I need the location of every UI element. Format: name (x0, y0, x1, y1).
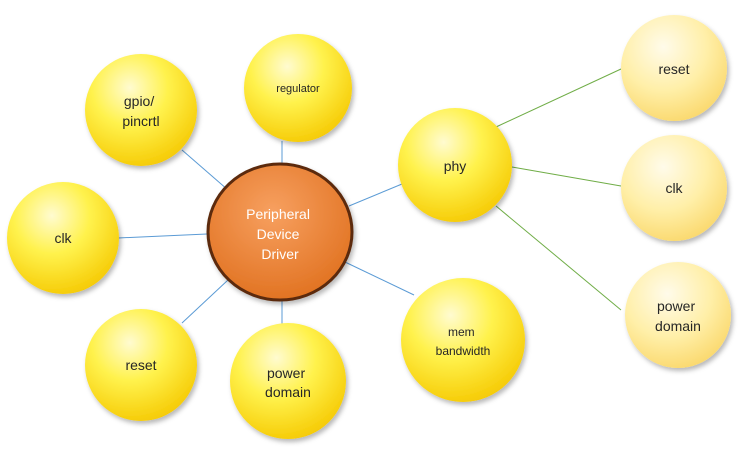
node-power-domain-label-line2: domain (265, 384, 311, 400)
node-power-domain: power domain (230, 323, 346, 439)
svg-text:clk: clk (54, 230, 72, 246)
edge-center-clk (117, 233, 208, 239)
svg-text:mem bandwidth: mem bandwidth (436, 325, 491, 358)
node-clk-label: clk (54, 230, 72, 246)
svg-text:reset: reset (125, 357, 156, 373)
connectors (117, 68, 622, 328)
node-phy-reset-label: reset (658, 61, 689, 77)
node-phy-power-domain-label-line2: domain (655, 318, 701, 334)
edge-center-reset (181, 279, 229, 324)
node-phy-power-domain-label-line1: power (657, 298, 695, 314)
edge-center-phy (348, 183, 403, 207)
svg-text:power domain: power domain (265, 365, 311, 400)
svg-text:reset: reset (658, 61, 689, 77)
edge-center-mem-bandwidth (344, 261, 415, 296)
node-reset-label: reset (125, 357, 156, 373)
svg-text:phy: phy (444, 158, 467, 174)
svg-text:Peripheral Device: Peripheral Device Driver (246, 206, 314, 262)
node-mem-bandwidth-label-line2: bandwidth (436, 344, 491, 358)
svg-text:regulator: regulator (276, 83, 320, 95)
node-phy-clk: clk (621, 135, 727, 241)
svg-text:gpio/ pincrtl: gpio/ pincrtl (122, 93, 159, 129)
node-reset: reset (85, 309, 197, 421)
node-clk: clk (7, 182, 119, 294)
edge-phy-reset (495, 68, 622, 128)
svg-text:power domain: power domain (655, 298, 701, 334)
node-mem-bandwidth-label-line1: mem (448, 325, 475, 339)
node-phy-power-domain: power domain (625, 262, 731, 368)
node-power-domain-label-line1: power (267, 365, 305, 381)
edge-center-gpio (181, 149, 229, 191)
node-phy-reset: reset (621, 15, 727, 121)
node-regulator: regulator (244, 34, 352, 142)
node-gpio-pincrtl: gpio/ pincrtl (85, 54, 197, 166)
edge-phy-clk (511, 166, 622, 187)
node-regulator-label: regulator (276, 83, 320, 95)
node-phy-clk-label: clk (665, 180, 683, 196)
node-gpio-label-line2: pincrtl (122, 113, 159, 129)
node-mem-bandwidth: mem bandwidth (401, 278, 525, 402)
edge-phy-power-domain (495, 205, 622, 311)
svg-text:clk: clk (665, 180, 683, 196)
node-phy: phy (398, 108, 512, 222)
node-phy-label: phy (444, 158, 467, 174)
node-gpio-label-line1: gpio/ (124, 93, 154, 109)
center-label-line2: Device (257, 226, 300, 242)
center-label-line1: Peripheral (246, 206, 310, 222)
node-peripheral-device-driver: Peripheral Device Driver (206, 162, 354, 302)
center-label-line3: Driver (261, 246, 299, 262)
